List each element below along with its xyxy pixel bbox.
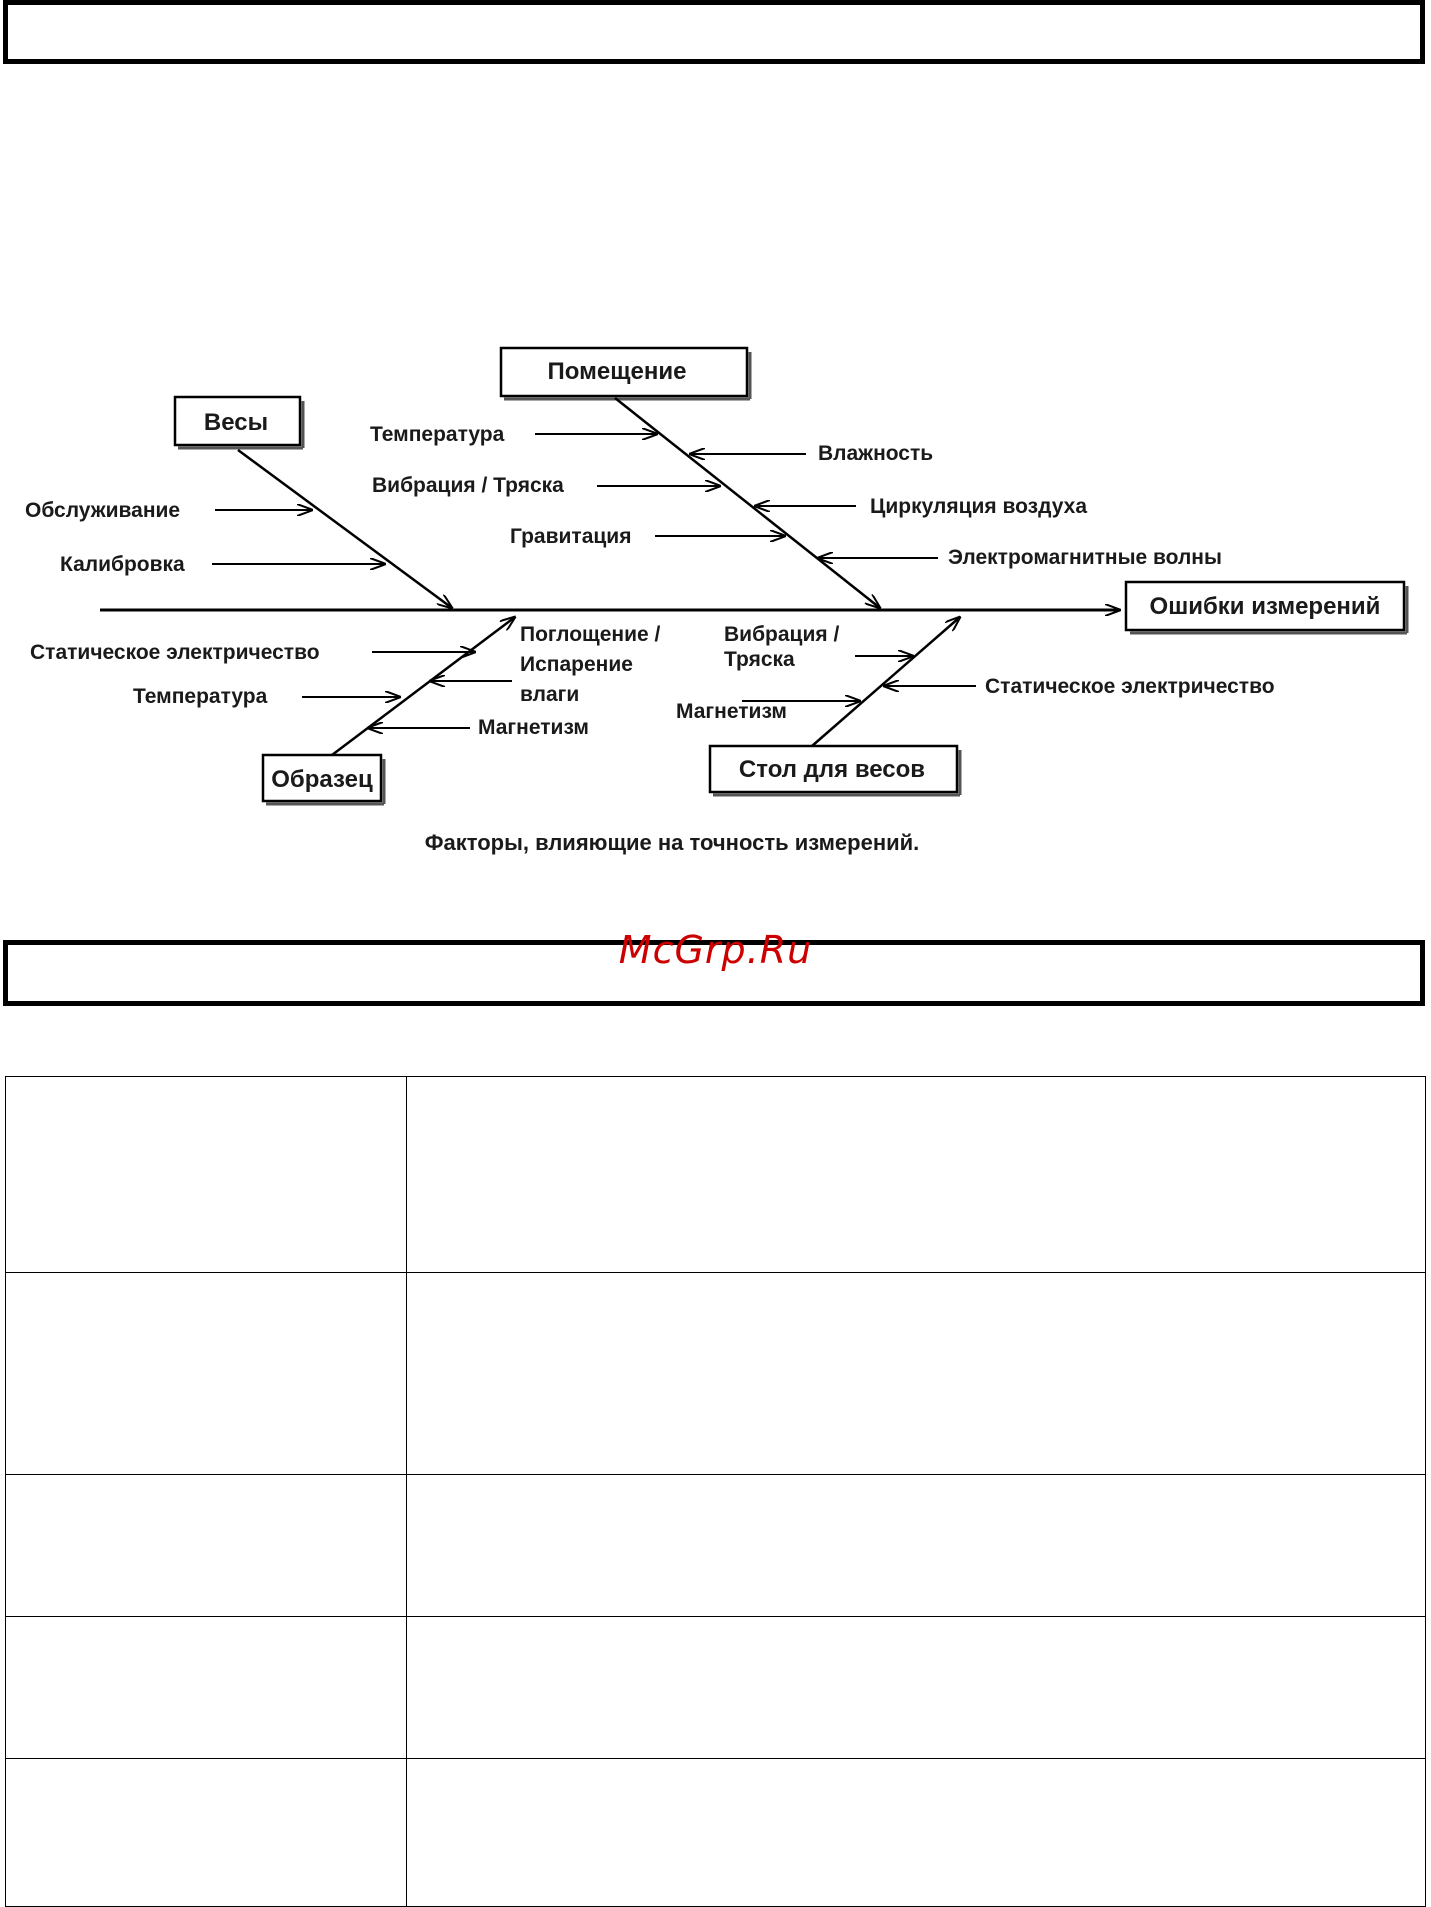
room-box xyxy=(499,346,749,398)
scale-label: Весы xyxy=(204,409,268,436)
room-bone xyxy=(614,397,880,608)
table-row xyxy=(5,1758,1426,1907)
scale-bone xyxy=(237,448,452,608)
sample-bone xyxy=(331,617,515,756)
table-cause-3: Статическое электричество xyxy=(985,675,1275,698)
table-cause-2: Магнетизм xyxy=(676,700,787,723)
sample-cause-right-1a: Поглощение / xyxy=(520,623,661,646)
room-cause-left-2: Вибрация / Тряска xyxy=(372,474,564,497)
table-cell xyxy=(406,1758,1426,1907)
table-cell xyxy=(5,1272,407,1475)
diagram-caption: Факторы, влияющие на точность измерений. xyxy=(425,830,920,855)
room-cause-right-2: Циркуляция воздуха xyxy=(870,495,1087,518)
table-cause-1a: Вибрация / xyxy=(724,623,839,646)
table-row xyxy=(5,1474,1426,1617)
table-cell xyxy=(5,1474,407,1617)
scale-box xyxy=(173,395,302,447)
fishbone-diagram: Ошибки измерений Весы Обслуживание Калиб… xyxy=(25,346,1409,855)
sample-label: Образец xyxy=(271,766,373,793)
result-box xyxy=(1124,580,1406,632)
sample-box xyxy=(261,753,383,803)
table-box xyxy=(708,744,959,794)
table-cell xyxy=(5,1076,407,1273)
scale-cause-2: Калибровка xyxy=(60,553,185,576)
room-label: Помещение xyxy=(548,358,687,385)
sample-cause-left-1: Статическое электричество xyxy=(30,641,320,664)
scale-cause-1: Обслуживание xyxy=(25,499,180,522)
table-cell xyxy=(5,1616,407,1759)
room-cause-right-1: Влажность xyxy=(818,442,933,465)
room-cause-left-1: Температура xyxy=(370,423,505,446)
section-header-box-bottom xyxy=(3,940,1425,1006)
table-cell xyxy=(5,1758,407,1907)
table-cause-1b: Тряска xyxy=(724,648,795,671)
sample-cause-right-1b: Испарение xyxy=(520,653,633,676)
watermark: McGrp.Ru xyxy=(618,928,813,972)
result-label: Ошибки измерений xyxy=(1150,593,1381,620)
table-row xyxy=(5,1272,1426,1475)
section-header-box-top xyxy=(3,0,1425,64)
sample-cause-right-2: Магнетизм xyxy=(478,716,589,739)
table-row xyxy=(5,1616,1426,1759)
table-cell xyxy=(406,1076,1426,1273)
sample-cause-left-2: Температура xyxy=(133,685,268,708)
room-cause-right-3: Электромагнитные волны xyxy=(948,546,1222,569)
table-cell xyxy=(406,1474,1426,1617)
room-cause-left-3: Гравитация xyxy=(510,525,631,548)
sample-cause-right-1c: влаги xyxy=(520,683,579,706)
table-row xyxy=(5,1076,1426,1273)
table-label: Стол для весов xyxy=(739,756,925,783)
table-cell xyxy=(406,1616,1426,1759)
table-cell xyxy=(406,1272,1426,1475)
blank-table xyxy=(5,1076,1426,1907)
